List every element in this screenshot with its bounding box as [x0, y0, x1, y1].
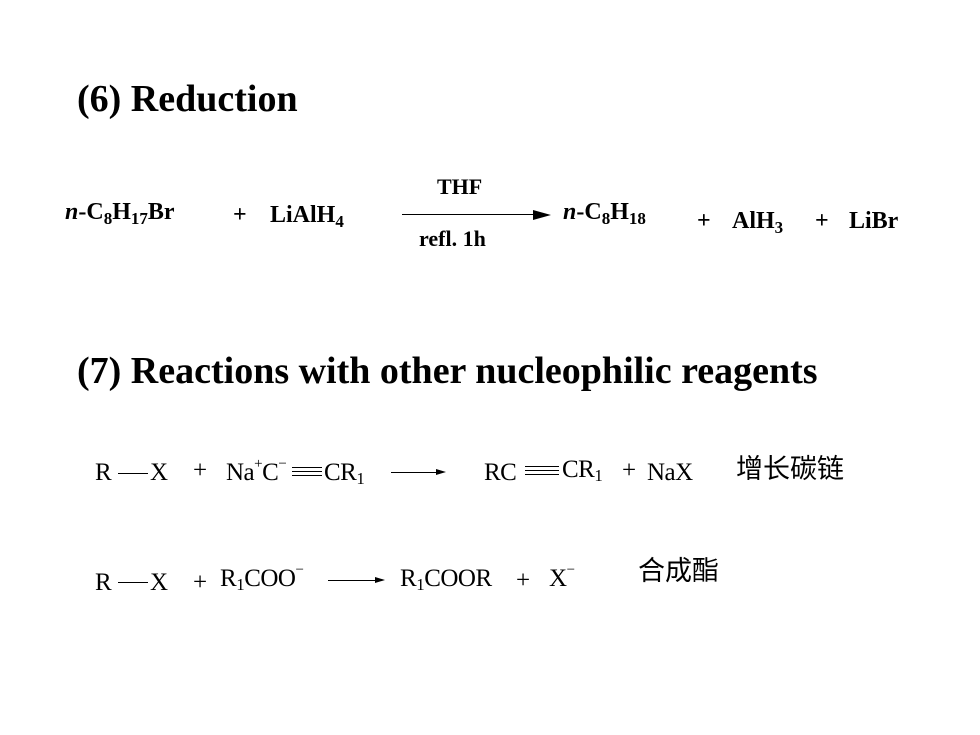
n-prefix: n — [65, 199, 79, 225]
reagent-count: 4 — [335, 212, 344, 231]
reactant-c-count: 8 — [103, 209, 113, 228]
note-ester-synthesis: 合成酯 — [638, 556, 719, 587]
positive-charge: + — [254, 456, 263, 472]
lithium-bromide: LiBr — [849, 208, 899, 234]
plus-sign: + — [815, 208, 829, 234]
plus-sign: + — [233, 202, 247, 228]
product-h: H — [610, 199, 629, 225]
plus-sign: + — [193, 569, 207, 596]
sodium-acetylide: Na+C− — [226, 457, 287, 486]
reduction-reactant: n-C8H17Br — [65, 199, 175, 227]
product-rc: RC — [484, 459, 517, 486]
aluminum-hydride: AlH3 — [732, 208, 783, 236]
condition-reflux: refl. 1h — [419, 226, 486, 251]
note-chain-extension: 增长碳链 — [736, 454, 844, 485]
negative-charge: − — [566, 562, 575, 578]
reagent-formula: LiAlH — [270, 202, 336, 228]
section-7-heading: (7) Reactions with other nucleophilic re… — [77, 350, 818, 392]
reducing-reagent: LiAlH4 — [270, 202, 344, 230]
halide-x: X — [150, 459, 168, 486]
cr-group: CR — [324, 459, 357, 486]
halide-ion: X− — [549, 563, 575, 592]
alkyl-r: R — [95, 459, 112, 486]
r1-group: R — [220, 565, 237, 592]
plus-sign: + — [622, 457, 636, 484]
cr-group: CR — [562, 456, 595, 483]
reaction-arrow-head — [533, 210, 551, 220]
plus-sign: + — [193, 457, 207, 484]
reaction-arrow-head — [375, 577, 385, 583]
reactant-br: Br — [147, 199, 175, 225]
condition-solvent: THF — [437, 174, 483, 199]
plus-sign: + — [697, 208, 711, 234]
x-ion: X — [549, 565, 567, 592]
carboxylate: R1COO− — [220, 563, 304, 594]
reactant-h-count: 17 — [130, 209, 148, 228]
section-6-heading: (6) Reduction — [77, 78, 298, 120]
r1-subscript: 1 — [416, 575, 425, 594]
triple-bond — [525, 466, 559, 475]
sodium-halide: NaX — [647, 459, 693, 486]
coor-group: COOR — [424, 565, 492, 592]
alkyne-cr1: CR1 — [324, 459, 365, 488]
coo-group: COO — [244, 565, 296, 592]
negative-charge: − — [295, 562, 304, 578]
alh-formula: AlH — [732, 208, 775, 234]
halide-x: X — [150, 569, 168, 596]
negative-charge: − — [278, 456, 287, 472]
reaction-arrow-head — [436, 469, 446, 475]
single-bond — [118, 473, 148, 474]
ester-product: R1COOR — [400, 565, 492, 594]
product-h-count: 18 — [628, 209, 646, 228]
single-bond — [118, 582, 148, 583]
cr-subscript: 1 — [356, 469, 365, 488]
alkyl-r: R — [95, 569, 112, 596]
r1-group: R — [400, 565, 417, 592]
r1-subscript: 1 — [236, 575, 245, 594]
sodium: Na — [226, 459, 255, 486]
reaction-arrow-line — [391, 472, 437, 473]
alh-count: 3 — [774, 218, 784, 237]
triple-bond — [292, 467, 322, 476]
reduction-product: n-C8H18 — [563, 199, 646, 227]
product-c: -C — [576, 199, 602, 225]
reaction-arrow-line — [402, 214, 536, 215]
reaction-arrow-line — [328, 580, 376, 581]
n-prefix: n — [563, 199, 577, 225]
reactant-h: H — [112, 199, 131, 225]
product-cr1: CR1 — [562, 456, 603, 485]
reactant-c: -C — [78, 199, 104, 225]
carbanion: C — [262, 459, 279, 486]
plus-sign: + — [516, 567, 530, 594]
cr-subscript: 1 — [594, 466, 603, 485]
product-c-count: 8 — [601, 209, 611, 228]
